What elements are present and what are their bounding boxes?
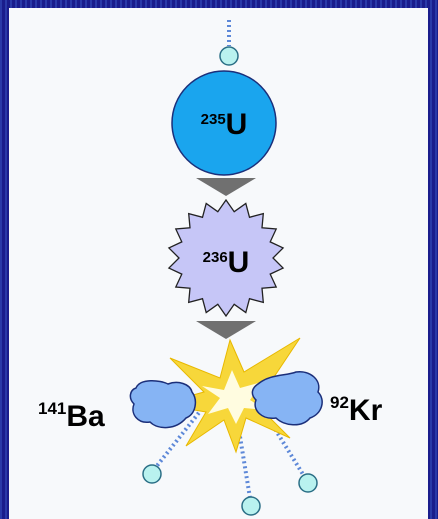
outgoing-neutron-icon: [241, 496, 261, 516]
u235-mass-number: 235: [201, 111, 226, 128]
krypton-label: 92Kr: [330, 393, 383, 427]
barium-label: 141Ba: [38, 399, 105, 433]
outgoing-neutron-icon: [298, 473, 318, 493]
krypton-fragment: [251, 371, 323, 426]
arrow-down-icon: [196, 178, 256, 196]
explosion-flash-core: [202, 370, 266, 424]
u236-mass-number: 236: [203, 249, 228, 266]
outgoing-neutron-trail: [260, 406, 306, 478]
kr-symbol: Kr: [349, 394, 383, 427]
kr-mass-number: 92: [330, 393, 349, 412]
svg-text:236U: 236U: [203, 246, 250, 279]
incoming-neutron-icon: [219, 46, 239, 66]
u235-symbol: U: [226, 108, 248, 141]
barium-fragment: [129, 380, 197, 429]
ba-mass-number: 141: [38, 399, 66, 418]
uranium-236-nucleus: 236U: [167, 198, 285, 318]
outgoing-neutron-trail: [154, 403, 207, 469]
uranium-235-nucleus: 235U: [171, 70, 277, 176]
outgoing-neutron-icon: [142, 464, 162, 484]
ba-symbol: Ba: [66, 400, 105, 433]
u236-symbol: U: [228, 246, 250, 279]
arrow-down-icon: [196, 321, 256, 339]
svg-text:235U: 235U: [201, 108, 248, 141]
